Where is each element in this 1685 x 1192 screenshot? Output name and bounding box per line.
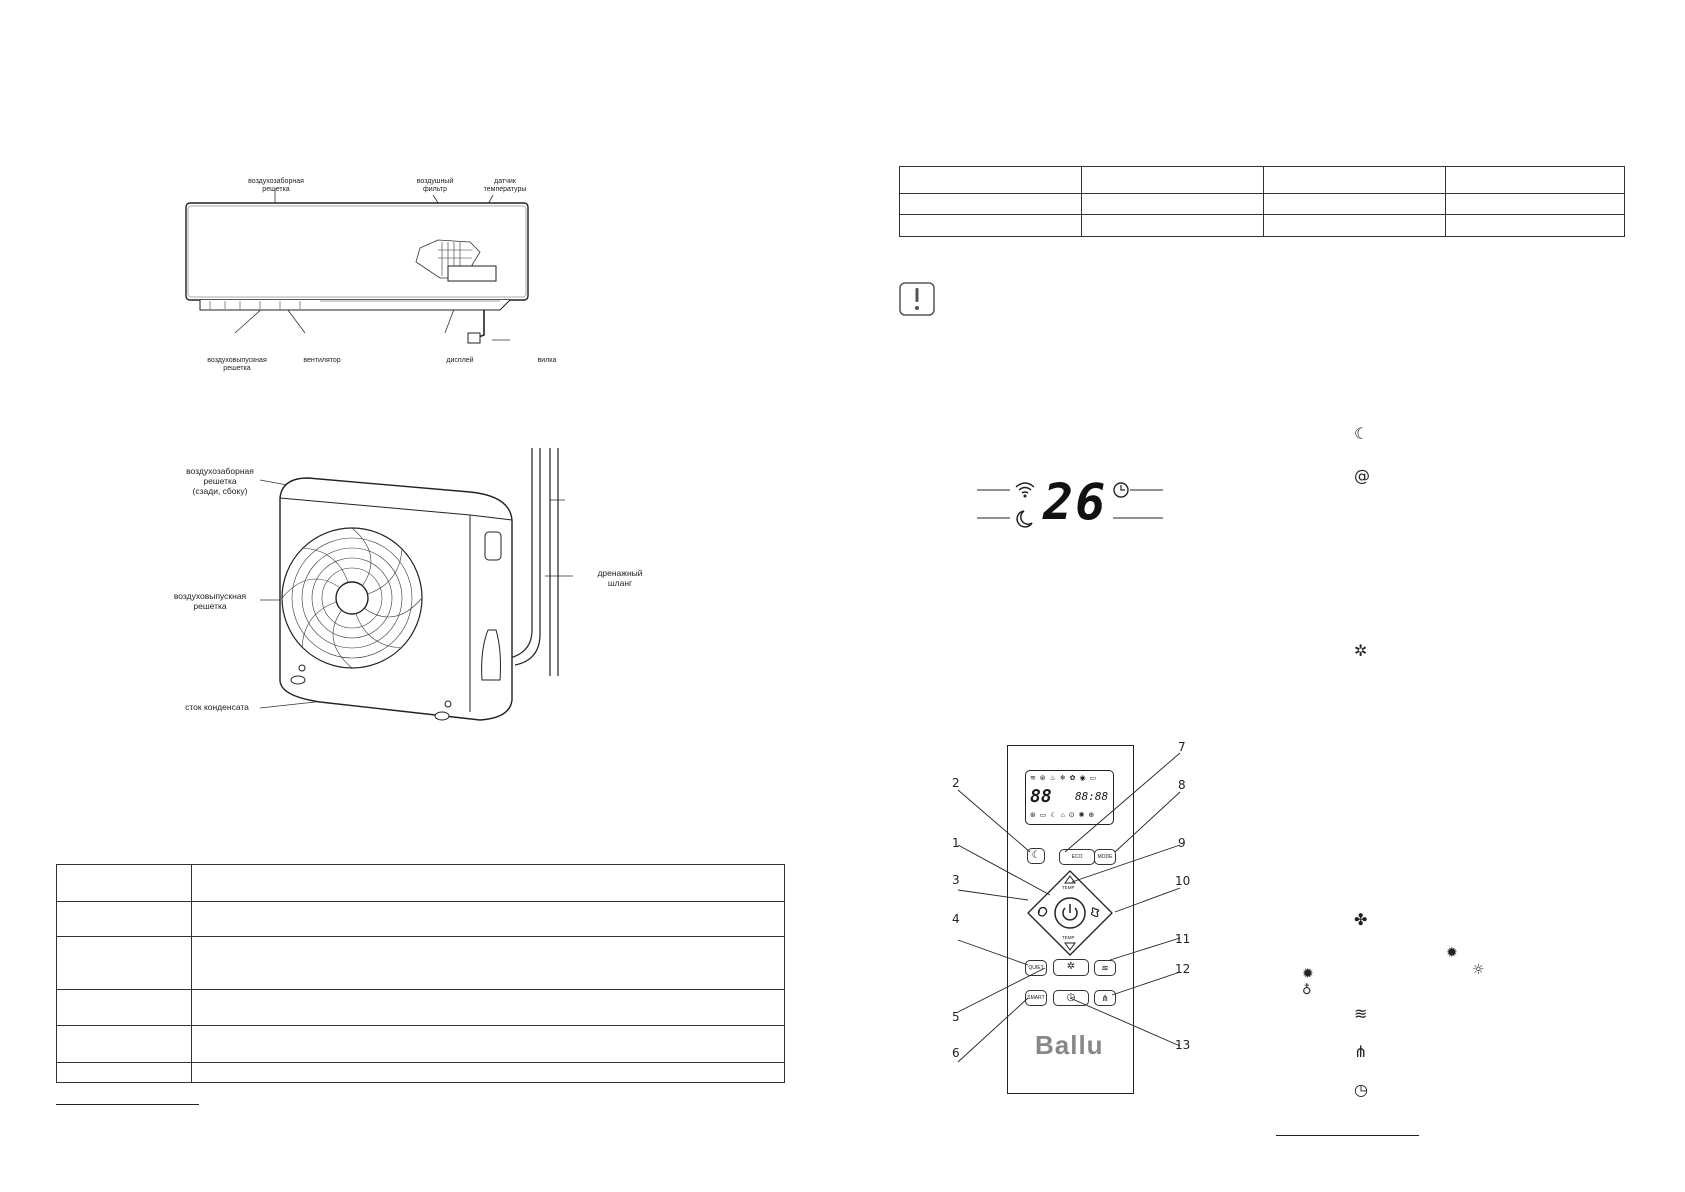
callout-13: 13 — [1175, 1038, 1191, 1052]
callout-11: 11 — [1175, 932, 1191, 946]
lcd-icon-row-top: ≋ ⊛ ♨ ❄ ✿ ◉ ▭ — [1030, 775, 1098, 782]
callout-1: 1 — [952, 836, 960, 850]
temp-down-label[interactable]: TEMP — [1062, 935, 1075, 940]
label-drain-hose: дренажный шланг — [597, 568, 643, 588]
temp-down-icon — [1064, 942, 1076, 951]
no-light-icon: ✲ — [1354, 641, 1368, 660]
label-intake-grille: воздухозаборная решетка — [248, 178, 304, 193]
mode-button[interactable]: MODE — [1094, 849, 1116, 865]
label-outlet-grille: воздуховыпускная решетка — [207, 357, 267, 372]
turbo-icon — [1037, 906, 1048, 917]
swing-icon: ≋ — [1354, 1004, 1368, 1023]
fan-speed-icon — [1090, 907, 1100, 918]
callout-8: 8 — [1178, 778, 1186, 792]
display-panel-diagram — [977, 482, 1163, 528]
warning-icon — [899, 282, 935, 316]
snow-icon: ✹ — [1302, 966, 1314, 982]
remote-callout-lines — [957, 752, 1181, 1063]
moon-icon: ☾ — [1354, 424, 1369, 443]
timer-icon: ◷ — [1354, 1080, 1368, 1099]
vertical-swing-button[interactable]: ⋔ — [1094, 990, 1116, 1006]
dry-icon: ♁ — [1302, 983, 1312, 998]
callout-12: 12 — [1175, 962, 1191, 976]
swing-button[interactable]: ≋ — [1094, 960, 1116, 976]
footnote-rule-left — [56, 1104, 199, 1105]
label-plug: вилка — [537, 357, 557, 364]
callout-10: 10 — [1175, 874, 1191, 888]
label-temp-sensor: датчик температуры — [483, 178, 527, 193]
lcd-icon-row-bottom: ⊛ ▭ ☾ ⌂ ⊙ ✺ ⊕ — [1030, 812, 1096, 819]
swirl-icon: @ — [1354, 466, 1370, 485]
label-display: дисплей — [446, 357, 474, 364]
light-button[interactable]: ✲ — [1053, 959, 1089, 976]
components-table — [56, 864, 785, 1083]
label-outdoor-outlet: воздуховыпускная решетка — [173, 591, 247, 611]
quiet-button[interactable]: QUIET — [1025, 960, 1047, 976]
specs-table — [899, 166, 1625, 237]
callout-7: 7 — [1178, 740, 1186, 754]
lcd-left-digits: 88 — [1030, 786, 1052, 807]
callout-5: 5 — [952, 1010, 960, 1024]
temp-up-icon — [1064, 875, 1076, 884]
outdoor-unit-diagram — [259, 448, 573, 721]
callout-2: 2 — [952, 776, 960, 790]
label-condensate: сток конденсата — [185, 702, 249, 712]
sleep-button[interactable]: ☾ — [1027, 848, 1045, 864]
remote-dpad — [1027, 870, 1113, 956]
remote-lcd — [1025, 770, 1114, 825]
callout-4: 4 — [952, 912, 960, 926]
callout-9: 9 — [1178, 836, 1186, 850]
sun-icon: ☼ — [1472, 962, 1485, 978]
label-air-filter: воздушный фильтр — [416, 178, 454, 193]
sleep-icon — [1016, 510, 1033, 528]
label-fan: вентилятор — [303, 357, 341, 364]
temp-up-label[interactable]: TEMP — [1062, 885, 1075, 890]
callout-6: 6 — [952, 1046, 960, 1060]
snowflake-gear-icon: ✹ — [1446, 945, 1458, 961]
display-temperature: 26 — [1043, 473, 1108, 531]
label-outdoor-intake: воздухозаборная решетка (сзади, сбоку) — [186, 466, 254, 496]
smart-button[interactable]: SMART — [1025, 990, 1047, 1006]
callout-3: 3 — [952, 873, 960, 887]
brand-logo: Ballu — [1035, 1030, 1104, 1060]
footnote-rule-right — [1276, 1135, 1419, 1136]
wifi-icon — [1015, 482, 1035, 494]
indoor-unit-diagram — [185, 188, 529, 344]
vertical-swing-icon: ⋔ — [1354, 1042, 1368, 1061]
fan-icon: ✤ — [1354, 910, 1368, 929]
lcd-right-digits: 88:88 — [1075, 790, 1109, 803]
